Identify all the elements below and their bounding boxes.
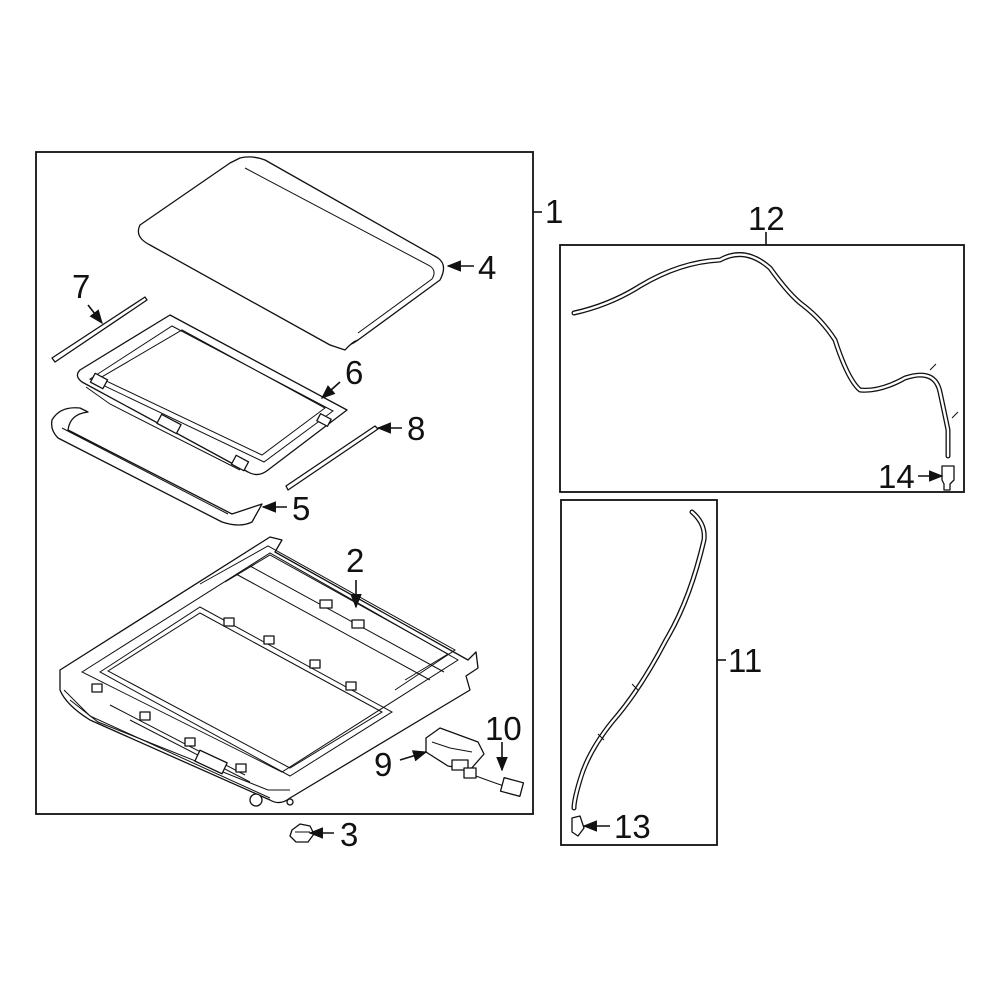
callout-12: 12 <box>748 200 785 237</box>
leader-6 <box>320 381 341 399</box>
callout-9: 9 <box>374 746 392 783</box>
wind-deflector-part[interactable] <box>50 407 263 526</box>
hose-clip-part-14[interactable] <box>941 465 955 491</box>
callout-7: 7 <box>72 268 90 305</box>
motor-harness-part[interactable] <box>475 775 525 797</box>
sunroof-motor-part[interactable] <box>425 727 485 779</box>
callout-13: 13 <box>614 808 651 845</box>
rear-drain-hose-part[interactable] <box>571 252 959 459</box>
callout-6: 6 <box>345 354 363 391</box>
leader-9 <box>399 750 428 762</box>
front-drain-hose-part[interactable] <box>571 509 707 811</box>
glass-frame-part[interactable] <box>76 314 348 476</box>
glass-panel-part[interactable] <box>137 156 445 351</box>
front-drain-hose-box <box>560 499 718 846</box>
leader-7 <box>87 304 103 325</box>
callout-14: 14 <box>878 458 915 495</box>
sunroof-assembly-box <box>35 151 534 815</box>
rear-drain-hose-box <box>559 244 965 493</box>
hose-fitting-part-13[interactable] <box>571 815 585 837</box>
callout-10: 10 <box>485 710 522 747</box>
callout-4: 4 <box>478 249 496 286</box>
callout-1: 1 <box>545 193 563 230</box>
sunroof-frame-part[interactable] <box>59 536 479 807</box>
callout-2: 2 <box>346 542 364 579</box>
callout-5: 5 <box>292 490 310 527</box>
seal-strip-left-part[interactable] <box>51 296 148 363</box>
callout-8: 8 <box>407 410 425 447</box>
callout-3: 3 <box>340 816 358 853</box>
callout-11: 11 <box>728 642 762 679</box>
